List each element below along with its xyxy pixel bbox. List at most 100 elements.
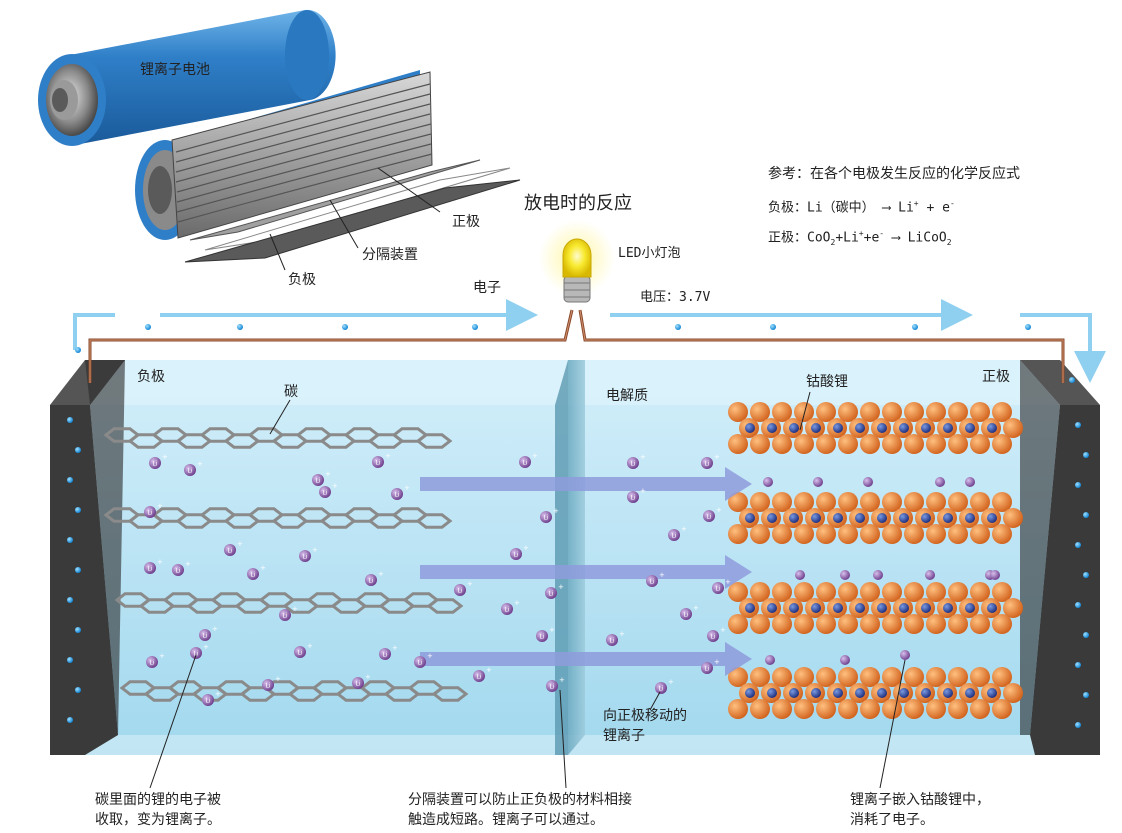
ion-charge: + xyxy=(385,452,391,460)
oxygen-atom xyxy=(816,614,836,634)
oxygen-atom xyxy=(882,667,902,687)
oxygen-atom xyxy=(948,667,968,687)
electron xyxy=(675,324,681,330)
ion-symbol: Li xyxy=(630,461,635,468)
oxygen-atom xyxy=(948,582,968,602)
oxygen-atom xyxy=(794,614,814,634)
electron xyxy=(770,324,776,330)
oxygen-atom xyxy=(728,402,748,422)
ion-symbol: Li xyxy=(375,460,380,467)
electron xyxy=(67,477,73,483)
positive-electrode-label: 正极 xyxy=(452,214,480,230)
carbon-label: 碳 xyxy=(284,384,298,400)
lithium-ion: Li+ xyxy=(546,676,565,692)
cobalt-atom xyxy=(899,513,909,523)
lithium-ion: Li+ xyxy=(352,673,371,689)
ion-charge: + xyxy=(312,546,318,554)
lithium-ion: Li + xyxy=(190,643,209,659)
oxygen-atom xyxy=(860,614,880,634)
ion-charge: + xyxy=(716,506,722,514)
lithium-ion: Li+ xyxy=(279,605,298,621)
cobalt-atom xyxy=(855,603,865,613)
electron xyxy=(1083,632,1089,638)
cobalt-atom xyxy=(789,423,799,433)
oxygen-atom xyxy=(794,524,814,544)
ion-charge: + xyxy=(203,643,209,651)
cobalt-atom xyxy=(811,423,821,433)
ion-charge: + xyxy=(720,626,726,634)
ion-symbol: Li xyxy=(355,681,360,688)
cobalt-atom xyxy=(811,688,821,698)
lithium-ion: Li+ xyxy=(454,580,473,596)
lithium-ion: Li+ xyxy=(510,544,529,560)
oxygen-atom xyxy=(860,699,880,719)
carbon-ring xyxy=(431,686,469,702)
ion-charge: + xyxy=(714,453,720,461)
lithium-ion-embedded xyxy=(935,477,945,487)
ion-charge: + xyxy=(157,558,163,566)
electron xyxy=(912,324,918,330)
cobalt-atom xyxy=(833,688,843,698)
positive-product: LiCoO xyxy=(907,230,947,246)
ion-symbol: Li xyxy=(539,634,544,641)
ion-symbol: Li xyxy=(706,514,711,521)
ion-symbol: Li xyxy=(193,651,198,658)
ion-charge: + xyxy=(523,544,529,552)
cobalt-atom xyxy=(877,423,887,433)
oxygen-atom xyxy=(904,402,924,422)
oxygen-atom xyxy=(772,492,792,512)
cobalt-atom xyxy=(877,513,887,523)
diagram-title: 放电时的反应 xyxy=(524,193,632,214)
cobalt-atom xyxy=(987,603,997,613)
electron xyxy=(1083,452,1089,458)
electron-arrow-left-corner xyxy=(73,313,115,350)
lithium-ion-embedded xyxy=(990,570,1000,580)
oxygen-atom xyxy=(970,402,990,422)
cobalt-atom xyxy=(855,688,865,698)
oxygen-atom xyxy=(838,434,858,454)
cobaltate-sheet xyxy=(728,402,1023,454)
ion-charge: + xyxy=(619,630,625,638)
oxygen-atom xyxy=(772,699,792,719)
lithium-ion: Li+ xyxy=(701,658,720,674)
cobalt-atom xyxy=(965,513,975,523)
oxygen-atom xyxy=(926,402,946,422)
electrode-electrons xyxy=(67,417,1089,728)
lithium-ion: Li+ xyxy=(247,564,266,580)
lithium-ion: Li+ xyxy=(627,487,646,503)
oxygen-atom xyxy=(926,614,946,634)
oxygen-atom xyxy=(992,667,1012,687)
electron xyxy=(75,447,81,453)
oxygen-atom xyxy=(816,434,836,454)
electron-flow-arrows xyxy=(73,299,1106,383)
oxygen-atom xyxy=(904,582,924,602)
negative-reactant: 负极：Li（碳中） xyxy=(768,200,875,216)
ion-symbol: Li xyxy=(417,660,422,667)
lithium-ion: Li + xyxy=(536,626,555,642)
lithium-ion: Li+ xyxy=(391,484,410,500)
oxygen-atom xyxy=(926,667,946,687)
cobalt-atom xyxy=(877,603,887,613)
lithium-ion: Li+ xyxy=(701,453,720,469)
cobalt-atom xyxy=(767,513,777,523)
oxygen-atom xyxy=(860,402,880,422)
lithium-ion: Li+ xyxy=(646,571,665,587)
reaction-arrow-icon: ⟶ xyxy=(882,200,891,216)
led-label: LED小灯泡 xyxy=(618,246,681,261)
ion-charge: + xyxy=(292,605,298,613)
ion-charge: + xyxy=(549,626,555,634)
ion-symbol: Li xyxy=(202,633,207,640)
ion-symbol: Li xyxy=(683,612,688,619)
cobalt-atom xyxy=(767,603,777,613)
cobalt-atom xyxy=(921,688,931,698)
ion-symbol: Li xyxy=(147,510,152,517)
ion-charge: + xyxy=(553,507,559,515)
oxygen-atom xyxy=(926,582,946,602)
oxygen-atom xyxy=(904,614,924,634)
oxygen-atom xyxy=(1003,683,1023,703)
ion-symbol: Li xyxy=(704,666,709,673)
lithium-ion-embedded xyxy=(763,477,773,487)
negative-equation: 负极：Li（碳中） ⟶ Li+ + e- xyxy=(768,194,955,218)
oxygen-atom xyxy=(992,582,1012,602)
cobalt-atom xyxy=(921,513,931,523)
